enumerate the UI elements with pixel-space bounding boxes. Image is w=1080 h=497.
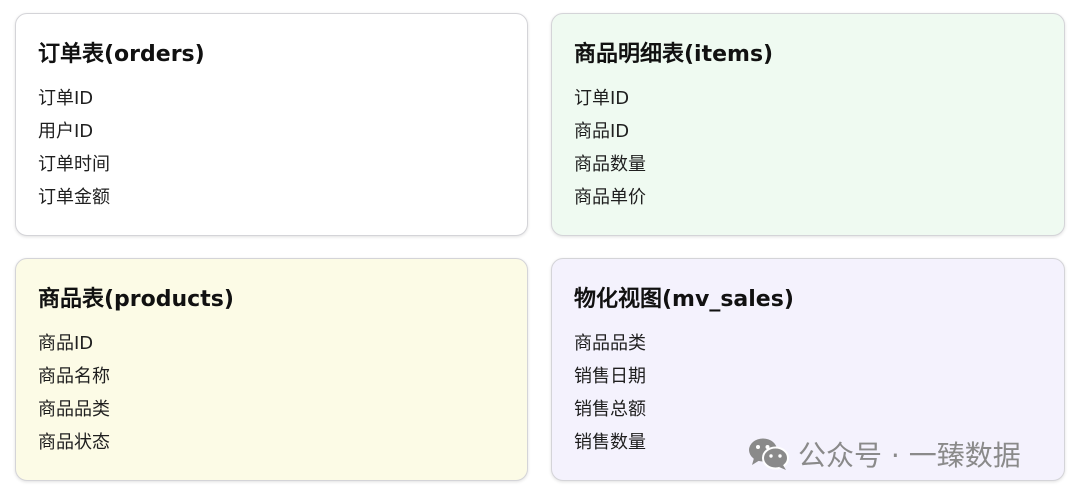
table-card-items: 商品明细表(items) 订单ID 商品ID 商品数量 商品单价 xyxy=(551,13,1065,236)
field-list: 订单ID 商品ID 商品数量 商品单价 xyxy=(574,82,1042,214)
field-item: 商品ID xyxy=(38,333,94,354)
field-list: 商品ID 商品名称 商品品类 商品状态 xyxy=(38,327,505,459)
field-item: 商品品类 xyxy=(38,399,110,420)
card-title: 订单表(orders) xyxy=(38,42,205,67)
watermark-text: 公众号 · 一臻数据 xyxy=(798,439,1021,472)
table-card-orders: 订单表(orders) 订单ID 用户ID 订单时间 订单金额 xyxy=(15,13,528,236)
field-item: 商品单价 xyxy=(574,187,646,208)
field-item: 销售日期 xyxy=(574,366,646,387)
table-card-products: 商品表(products) 商品ID 商品名称 商品品类 商品状态 xyxy=(15,258,528,481)
field-list: 订单ID 用户ID 订单时间 订单金额 xyxy=(38,82,505,214)
field-item: 订单ID xyxy=(574,88,630,109)
card-title: 商品明细表(items) xyxy=(574,42,774,67)
card-title: 商品表(products) xyxy=(38,287,234,312)
field-item: 商品名称 xyxy=(38,366,110,387)
field-item: 商品品类 xyxy=(574,333,646,354)
field-item: 销售总额 xyxy=(574,399,646,420)
field-item: 商品ID xyxy=(574,121,630,142)
field-item: 商品数量 xyxy=(574,154,646,175)
card-title: 物化视图(mv_sales) xyxy=(574,287,794,312)
field-item: 订单ID xyxy=(38,88,94,109)
field-item: 商品状态 xyxy=(38,432,110,453)
field-item: 订单金额 xyxy=(38,187,110,208)
field-item: 销售数量 xyxy=(574,432,646,453)
wechat-icon xyxy=(749,438,789,470)
field-item: 订单时间 xyxy=(38,154,110,175)
watermark: 公众号 · 一臻数据 xyxy=(748,434,1021,474)
table-card-mv-sales: 物化视图(mv_sales) 商品品类 销售日期 销售总额 销售数量 xyxy=(551,258,1065,481)
field-list: 商品品类 销售日期 销售总额 销售数量 xyxy=(574,327,1042,459)
field-item: 用户ID xyxy=(38,121,94,142)
